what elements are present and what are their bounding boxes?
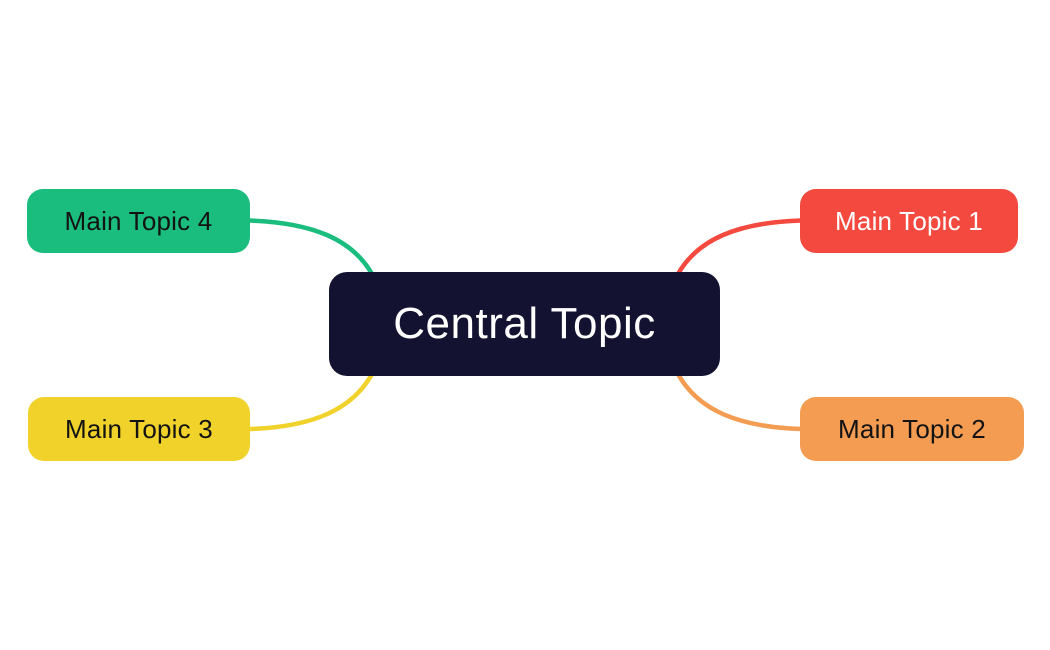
main-topic-3-label: Main Topic 3 [65, 414, 213, 444]
node-main-topic-1[interactable]: Main Topic 1 [800, 189, 1018, 253]
central-topic-label: Central Topic [393, 299, 656, 348]
node-main-topic-2[interactable]: Main Topic 2 [800, 397, 1024, 461]
main-topic-1-label: Main Topic 1 [835, 206, 983, 236]
node-central-topic[interactable]: Central Topic [329, 272, 720, 376]
connector-main-topic-3 [247, 371, 375, 432]
connector-main-topic-2 [675, 371, 804, 432]
node-main-topic-3[interactable]: Main Topic 3 [28, 397, 250, 461]
main-topic-2-label: Main Topic 2 [838, 414, 986, 444]
main-topic-4-label: Main Topic 4 [64, 206, 213, 236]
node-main-topic-4[interactable]: Main Topic 4 [27, 189, 250, 253]
connector-main-topic-4 [246, 218, 375, 277]
connector-main-topic-1 [675, 218, 804, 277]
